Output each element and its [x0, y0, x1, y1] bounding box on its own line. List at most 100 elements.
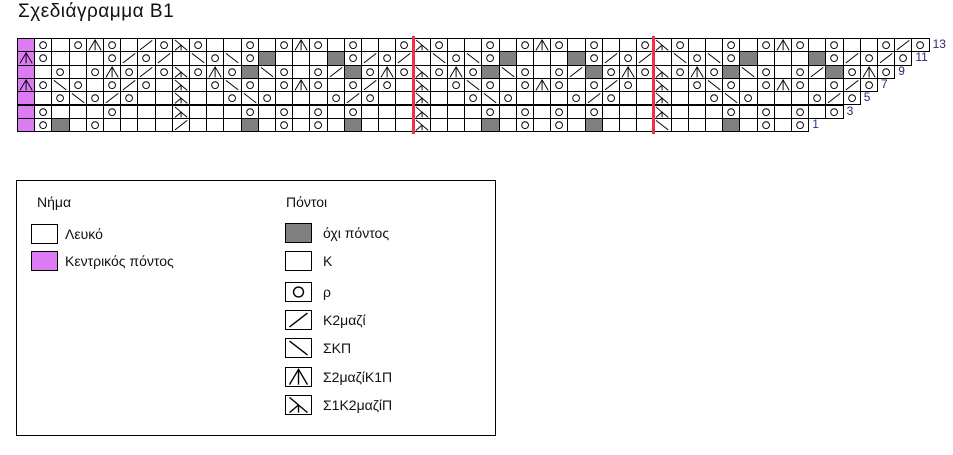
chart-cell-yarn-over	[223, 64, 242, 79]
chart-cell-s2togk1p	[292, 77, 311, 93]
chart-cell-yarn-over	[103, 77, 122, 93]
stitch-label: K	[323, 253, 333, 269]
yarn-over-icon	[39, 41, 48, 50]
stitch-label: ρ	[323, 284, 331, 300]
repeat-boundary-line	[411, 36, 415, 134]
chart-cell-yarn-over	[378, 51, 397, 66]
chart-cell-knit	[361, 117, 380, 133]
k2tog-icon	[810, 66, 824, 77]
chart-cell-yarn-over	[309, 117, 328, 133]
chart-cell-knit	[85, 77, 104, 93]
yarn-over-icon	[142, 54, 151, 63]
chart-cell-knit	[464, 117, 483, 133]
yarn-over-icon	[486, 107, 495, 116]
chart-cell-yarn-over	[326, 91, 345, 106]
skp-icon	[226, 53, 239, 64]
row-number-label: 5	[863, 90, 871, 105]
yarn-over-icon	[796, 81, 804, 89]
chart-cell-k2tog	[343, 91, 362, 106]
chart-cell-knit	[137, 117, 156, 133]
chart-cell-yarn-over	[550, 64, 569, 79]
chart-cell-knit	[326, 117, 345, 133]
stitch-swatch-knit	[285, 251, 312, 271]
chart-cell-knit	[120, 117, 139, 133]
chart-cell-k2tog	[103, 91, 122, 106]
yarn-over-icon	[91, 67, 99, 76]
chart-cell-yarn-over	[137, 77, 156, 93]
yarn-over-icon	[624, 81, 632, 89]
k2tog-icon	[157, 53, 171, 64]
chart-cell-yarn-over	[361, 64, 380, 79]
chart-cell-knit	[533, 104, 552, 119]
yarn-over-icon	[693, 81, 701, 89]
chart-cell-knit	[206, 91, 225, 106]
chart-cell-yarn-over	[877, 64, 896, 79]
chart-cell-s2togk1p	[85, 38, 104, 53]
chart-cell-s1k2togp	[412, 38, 431, 53]
chart-cell-yarn-over	[550, 104, 569, 119]
chart-cell-yarn-over	[756, 117, 775, 133]
yarn-over-icon	[761, 81, 770, 89]
chart-cell-k2tog	[601, 77, 620, 93]
yarn-over-icon	[744, 94, 753, 103]
yarn-over-icon	[796, 121, 804, 129]
yarn-over-icon	[349, 107, 357, 116]
chart-cell-knit	[257, 77, 276, 93]
repeat-boundary-line	[652, 36, 656, 134]
chart-cell-yarn-over	[911, 38, 930, 53]
legend: Νήμα Λευκό Κεντρικός πόντος Πόντοι όχι π…	[16, 180, 496, 436]
stitch-swatch-yarn-over	[285, 282, 312, 302]
s2togk1p-icon	[19, 78, 33, 91]
chart-cell-knit	[51, 38, 70, 53]
chart-cell-knit	[34, 91, 53, 106]
chart-cell-k2tog	[326, 64, 345, 79]
chart-cell-knit	[447, 91, 466, 106]
chart-cell-knit	[120, 38, 139, 53]
chart-cell-knit	[464, 38, 483, 53]
yarn-over-icon	[589, 54, 598, 63]
yarn-over-icon	[761, 121, 770, 129]
chart-cell-k2tog	[842, 51, 861, 66]
s2togk1p-icon	[621, 65, 635, 78]
s2togk1p-icon	[208, 65, 222, 78]
chart-cell-yarn-over	[584, 51, 603, 66]
chart-cell-knit	[361, 38, 380, 53]
chart-cell-yarn-over	[791, 77, 810, 93]
chart-cell-s1k2togp	[653, 64, 672, 79]
yarn-over-icon	[349, 54, 357, 63]
chart-cell-yarn-over	[275, 38, 294, 53]
chart-cell-knit	[326, 104, 345, 119]
chart-cell-knit	[429, 91, 448, 106]
chart-cell-knit	[68, 104, 87, 119]
chart-cell-knit	[515, 51, 534, 66]
k2tog-icon	[604, 53, 618, 64]
chart-cell-knit	[292, 104, 311, 119]
yarn-over-icon	[39, 107, 48, 116]
chart-cell-knit	[842, 38, 861, 53]
chart-cell-yarn-over	[825, 51, 844, 66]
chart-cell-knit	[447, 117, 466, 133]
chart-cell-knit	[670, 91, 689, 106]
s1k2togp-icon	[174, 92, 188, 104]
chart-cell-s1k2togp	[412, 104, 431, 119]
chart-cell-knit	[533, 91, 552, 106]
row-number-label: 3	[846, 103, 854, 118]
skp-icon	[243, 93, 257, 104]
stitch-label: όχι πόντος	[323, 225, 390, 241]
chart-cell-no-stitch	[584, 64, 603, 79]
yarn-over-icon	[280, 41, 288, 50]
chart-cell-yarn-over	[825, 38, 844, 53]
chart-cell-yarn-over	[722, 51, 741, 66]
chart-cell-no-stitch	[722, 64, 741, 79]
chart-cell-yarn-over	[240, 104, 259, 119]
yarn-over-icon	[761, 67, 770, 76]
chart-cell-yarn-over	[739, 91, 758, 106]
yarn-over-icon	[727, 54, 736, 63]
yarn-over-icon	[521, 67, 529, 76]
chart-cell-yarn-over	[361, 91, 380, 106]
yarn-over-icon	[211, 54, 220, 63]
chart-cell-yarn-over	[550, 117, 569, 133]
chart-cell-skp	[464, 51, 483, 66]
chart-cell-knit	[51, 104, 70, 119]
yarn-over-icon	[865, 54, 873, 63]
